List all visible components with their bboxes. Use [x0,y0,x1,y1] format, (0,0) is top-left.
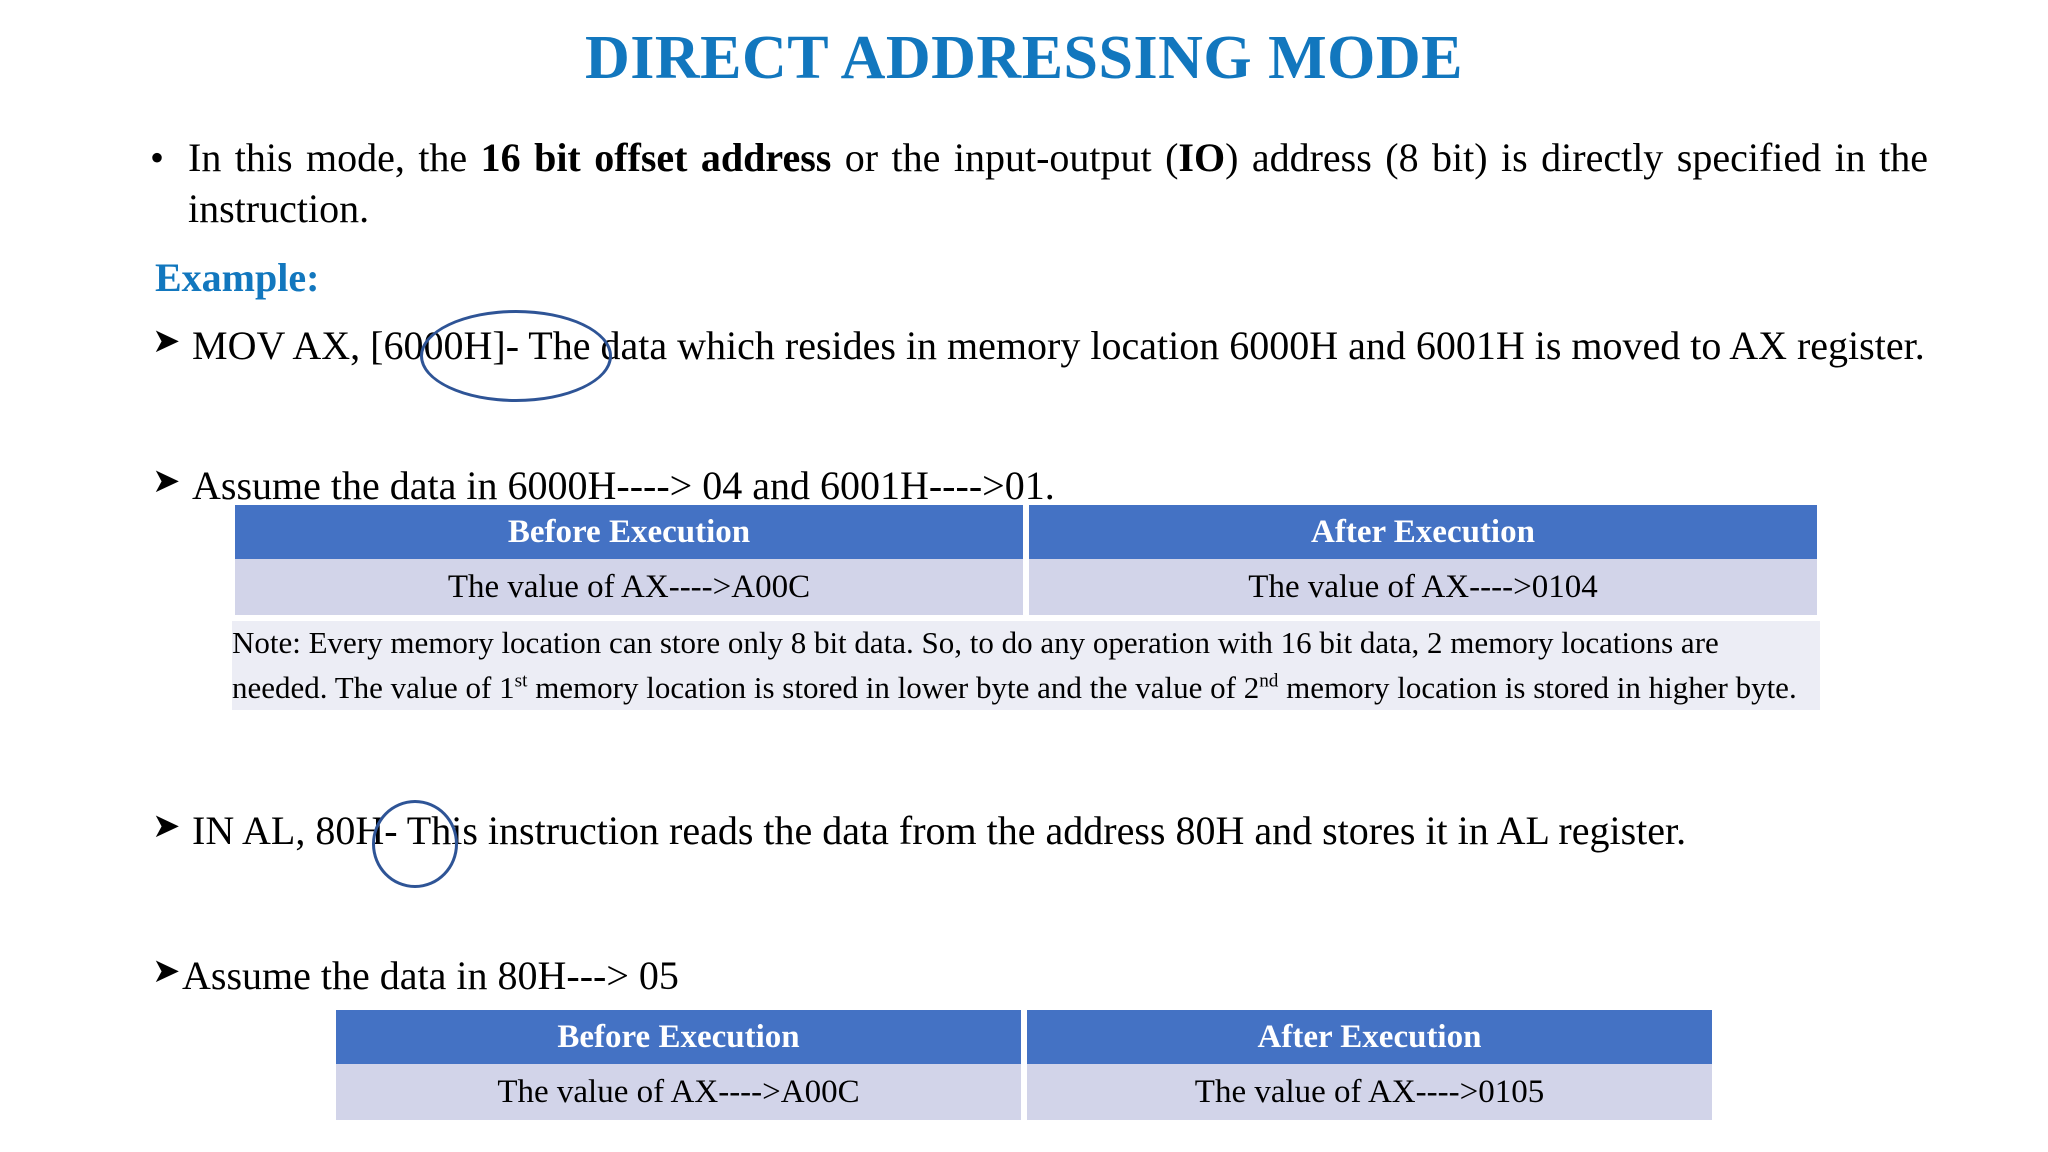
intro-text-2: or the input-output ( [831,135,1179,180]
example-inal-text: IN AL, 80H- This instruction reads the d… [192,808,1687,853]
table2-header-before: Before Execution [333,1010,1024,1064]
table1-header-after: After Execution [1026,505,1820,559]
table1-cell-before: The value of AX---->A00C [232,559,1026,615]
note-text-2: memory location is stored in lower byte … [527,669,1260,705]
table-row: The value of AX---->A00C The value of AX… [232,559,1820,615]
assume-data-2-row: ➤ Assume the data in 80H---> 05 [152,950,1352,1001]
table-header-row: Before Execution After Execution [232,505,1820,559]
table1-header-before: Before Execution [232,505,1026,559]
table2-cell-after: The value of AX---->0105 [1024,1064,1715,1120]
assume-data-2-text: Assume the data in 80H---> 05 [182,953,679,998]
execution-table-2: Before Execution After Execution The val… [333,1010,1715,1120]
execution-table-1: Before Execution After Execution The val… [232,505,1820,711]
arrow-bullet-icon: ➤ [152,323,181,360]
note-sup-2: nd [1259,670,1279,692]
note-sup-1: st [514,670,528,692]
table-spacer-row [232,615,1820,621]
arrow-bullet-icon: ➤ [152,953,181,990]
example-heading: Example: [155,255,320,300]
intro-bold-1: 16 bit offset address [480,135,832,180]
intro-bullet-row: • In this mode, the 16 bit offset addres… [150,132,1930,234]
table-row: The value of AX---->A00C The value of AX… [333,1064,1715,1120]
note-text-1: Note: Every memory location can store on… [232,625,1719,705]
table1-cell-after: The value of AX---->0104 [1026,559,1820,615]
example-inal-row: ➤ IN AL, 80H- This instruction reads the… [152,805,1942,856]
spacer-cell-right [1026,615,1820,621]
assume-data-1-text: Assume the data in 6000H----> 04 and 600… [192,463,1055,508]
arrow-bullet-icon: ➤ [152,808,181,845]
intro-text-1: In this mode, the [188,135,481,180]
bullet-dot-icon: • [150,135,165,180]
example-mov-text: MOV AX, [6000H]- The data which resides … [192,323,1925,368]
spacer-cell-left [232,615,1026,621]
arrow-bullet-icon: ➤ [152,463,181,500]
intro-text-3: ) address (8 bit) is directly specified … [188,135,1928,232]
table2-cell-before: The value of AX---->A00C [333,1064,1024,1120]
table2-header-after: After Execution [1024,1010,1715,1064]
assume-data-1-row: ➤ Assume the data in 6000H----> 04 and 6… [152,460,1552,511]
example-mov-row: ➤ MOV AX, [6000H]- The data which reside… [152,320,1942,371]
table-note-row: Note: Every memory location can store on… [232,621,1820,711]
intro-paragraph: In this mode, the 16 bit offset address … [188,132,1928,234]
page-title: DIRECT ADDRESSING MODE [584,24,1464,92]
table1-note: Note: Every memory location can store on… [232,621,1820,711]
note-text-3: memory location is stored in higher byte… [1278,669,1797,705]
intro-bold-2: IO [1178,135,1226,180]
table-header-row: Before Execution After Execution [333,1010,1715,1064]
